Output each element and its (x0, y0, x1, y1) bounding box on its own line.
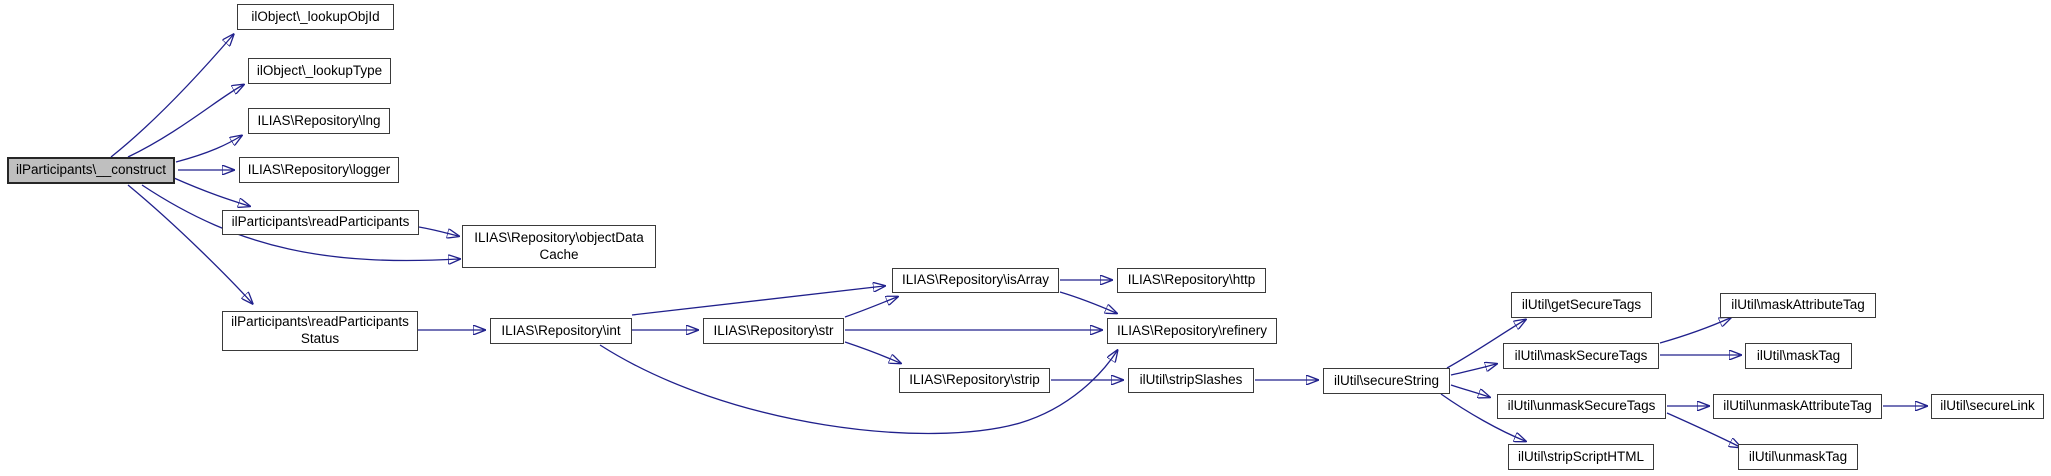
node-secureString-label: ilUtil\secureString (1333, 372, 1440, 388)
edge-readParticipants-objectDataCache (418, 226, 458, 236)
node-unmaskSecureTags-label: ilUtil\unmaskSecureTags (1507, 398, 1656, 414)
node-maskTag[interactable]: ilUtil\maskTag (1745, 343, 1852, 369)
node-unmaskSecureTags[interactable]: ilUtil\unmaskSecureTags (1497, 394, 1666, 419)
edge-secureString-unmaskSecureTags (1450, 384, 1489, 397)
node-isArray[interactable]: ILIAS\Repository\isArray (892, 268, 1059, 293)
node-lng[interactable]: ILIAS\Repository\lng (248, 108, 390, 134)
node-stripSlashes-label: ilUtil\stripSlashes (1139, 372, 1243, 388)
edge-maskSecureTags-maskAttributeTag (1659, 318, 1730, 344)
node-isArray-label: ILIAS\Repository\isArray (901, 272, 1050, 288)
edge-isArray-refinery (1059, 291, 1116, 313)
edge-secureString-maskSecureTags (1450, 364, 1496, 376)
node-unmaskAttributeTag-label: ilUtil\unmaskAttributeTag (1723, 398, 1872, 414)
edge-str-strip (844, 341, 900, 363)
node-logger-label: ILIAS\Repository\logger (247, 161, 391, 177)
edge-construct-lookupObjId (110, 35, 233, 158)
node-maskTag-label: ilUtil\maskTag (1756, 347, 1841, 363)
node-str-label: ILIAS\Repository\str (713, 322, 834, 338)
node-http-label: ILIAS\Repository\http (1127, 272, 1256, 288)
node-getSecureTags[interactable]: ilUtil\getSecureTags (1511, 292, 1652, 318)
edge-secureString-getSecureTags (1446, 320, 1525, 369)
node-maskAttributeTag[interactable]: ilUtil\maskAttributeTag (1720, 293, 1876, 318)
node-refinery-label: ILIAS\Repository\refinery (1116, 322, 1268, 338)
node-http[interactable]: ILIAS\Repository\http (1117, 268, 1266, 293)
edge-construct-objectDataCache (141, 184, 459, 261)
edge-int-isArray (631, 286, 884, 316)
node-stripScriptHTML-label: ilUtil\stripScriptHTML (1517, 448, 1644, 464)
edge-secureString-stripScriptHTML (1440, 393, 1525, 441)
node-int-label: ILIAS\Repository\int (501, 322, 621, 338)
node-maskAttributeTag-label: ilUtil\maskAttributeTag (1731, 297, 1865, 313)
edge-int-refinery (599, 344, 1117, 435)
node-stripSlashes[interactable]: ilUtil\stripSlashes (1128, 368, 1254, 393)
node-strip[interactable]: ILIAS\Repository\strip (899, 368, 1050, 393)
node-objectDataCache[interactable]: ILIAS\Repository\objectData Cache (462, 225, 656, 268)
node-lng-label: ILIAS\Repository\lng (257, 112, 381, 128)
edge-construct-readParticipantsStatus (127, 184, 252, 303)
node-unmaskTag-label: ilUtil\unmaskTag (1748, 448, 1848, 464)
edge-construct-lng (175, 136, 241, 163)
node-lookupType-label: ilObject\_lookupType (256, 62, 383, 78)
node-lookupObjId-label: ilObject\_lookupObjId (251, 8, 380, 24)
node-str[interactable]: ILIAS\Repository\str (703, 318, 844, 344)
edge-str-isArray (844, 297, 897, 318)
node-secureString[interactable]: ilUtil\secureString (1323, 368, 1450, 394)
node-maskSecureTags[interactable]: ilUtil\maskSecureTags (1503, 343, 1659, 369)
node-refinery[interactable]: ILIAS\Repository\refinery (1107, 318, 1277, 344)
node-unmaskTag[interactable]: ilUtil\unmaskTag (1738, 444, 1858, 470)
node-strip-label: ILIAS\Repository\strip (909, 372, 1040, 388)
node-lookupType[interactable]: ilObject\_lookupType (248, 58, 391, 84)
node-construct: ilParticipants\__construct (7, 157, 175, 184)
node-readParticipants-label: ilParticipants\readParticipants (231, 214, 410, 230)
node-lookupObjId[interactable]: ilObject\_lookupObjId (237, 4, 394, 30)
node-readParticipantsStatus-label: ilParticipants\readParticipants Status (231, 314, 409, 346)
node-secureLink[interactable]: ilUtil\secureLink (1931, 394, 2044, 419)
node-getSecureTags-label: ilUtil\getSecureTags (1521, 296, 1642, 312)
node-stripScriptHTML[interactable]: ilUtil\stripScriptHTML (1508, 444, 1654, 470)
edge-construct-readParticipants (173, 177, 249, 206)
node-maskSecureTags-label: ilUtil\maskSecureTags (1514, 347, 1648, 363)
node-int[interactable]: ILIAS\Repository\int (490, 318, 632, 344)
node-readParticipantsStatus[interactable]: ilParticipants\readParticipants Status (222, 311, 418, 351)
node-unmaskAttributeTag[interactable]: ilUtil\unmaskAttributeTag (1713, 394, 1882, 419)
node-logger[interactable]: ILIAS\Repository\logger (239, 157, 399, 183)
node-secureLink-label: ilUtil\secureLink (1940, 398, 2035, 414)
edge-construct-lookupType (127, 85, 243, 158)
node-readParticipants[interactable]: ilParticipants\readParticipants (222, 210, 419, 235)
node-objectDataCache-label: ILIAS\Repository\objectData Cache (474, 229, 644, 262)
node-construct-label: ilParticipants\__construct (15, 162, 167, 178)
edge-unmaskSecureTags-unmaskTag (1666, 412, 1740, 447)
